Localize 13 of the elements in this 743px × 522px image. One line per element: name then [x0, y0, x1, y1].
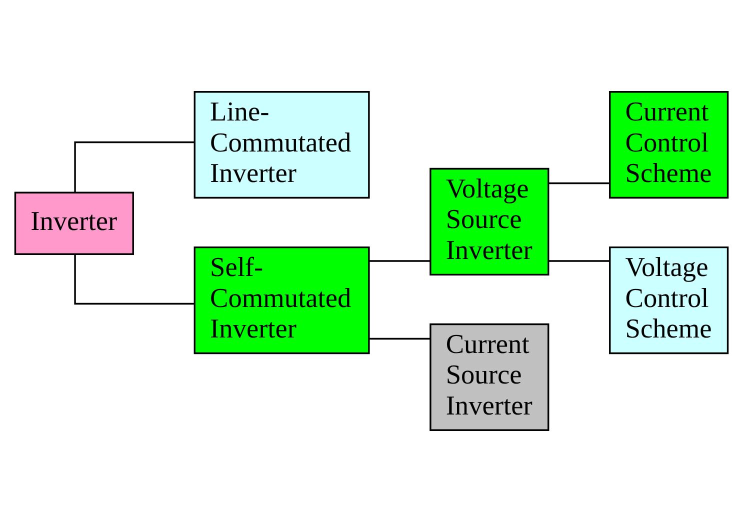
node-box: Inverter	[14, 192, 134, 256]
node-box: Voltage Control Scheme	[609, 246, 729, 354]
node-box: Line- Commutated Inverter	[194, 90, 370, 199]
connector	[74, 141, 194, 192]
connector	[369, 260, 430, 262]
connector	[548, 182, 610, 184]
connector	[74, 254, 194, 305]
node-box: Current Source Inverter	[430, 323, 550, 432]
connector	[369, 338, 430, 340]
node-box: Self- Commutated Inverter	[194, 246, 370, 354]
connector	[548, 260, 610, 262]
node-box: Current Control Scheme	[609, 90, 729, 199]
node-box: Voltage Source Inverter	[430, 168, 550, 276]
